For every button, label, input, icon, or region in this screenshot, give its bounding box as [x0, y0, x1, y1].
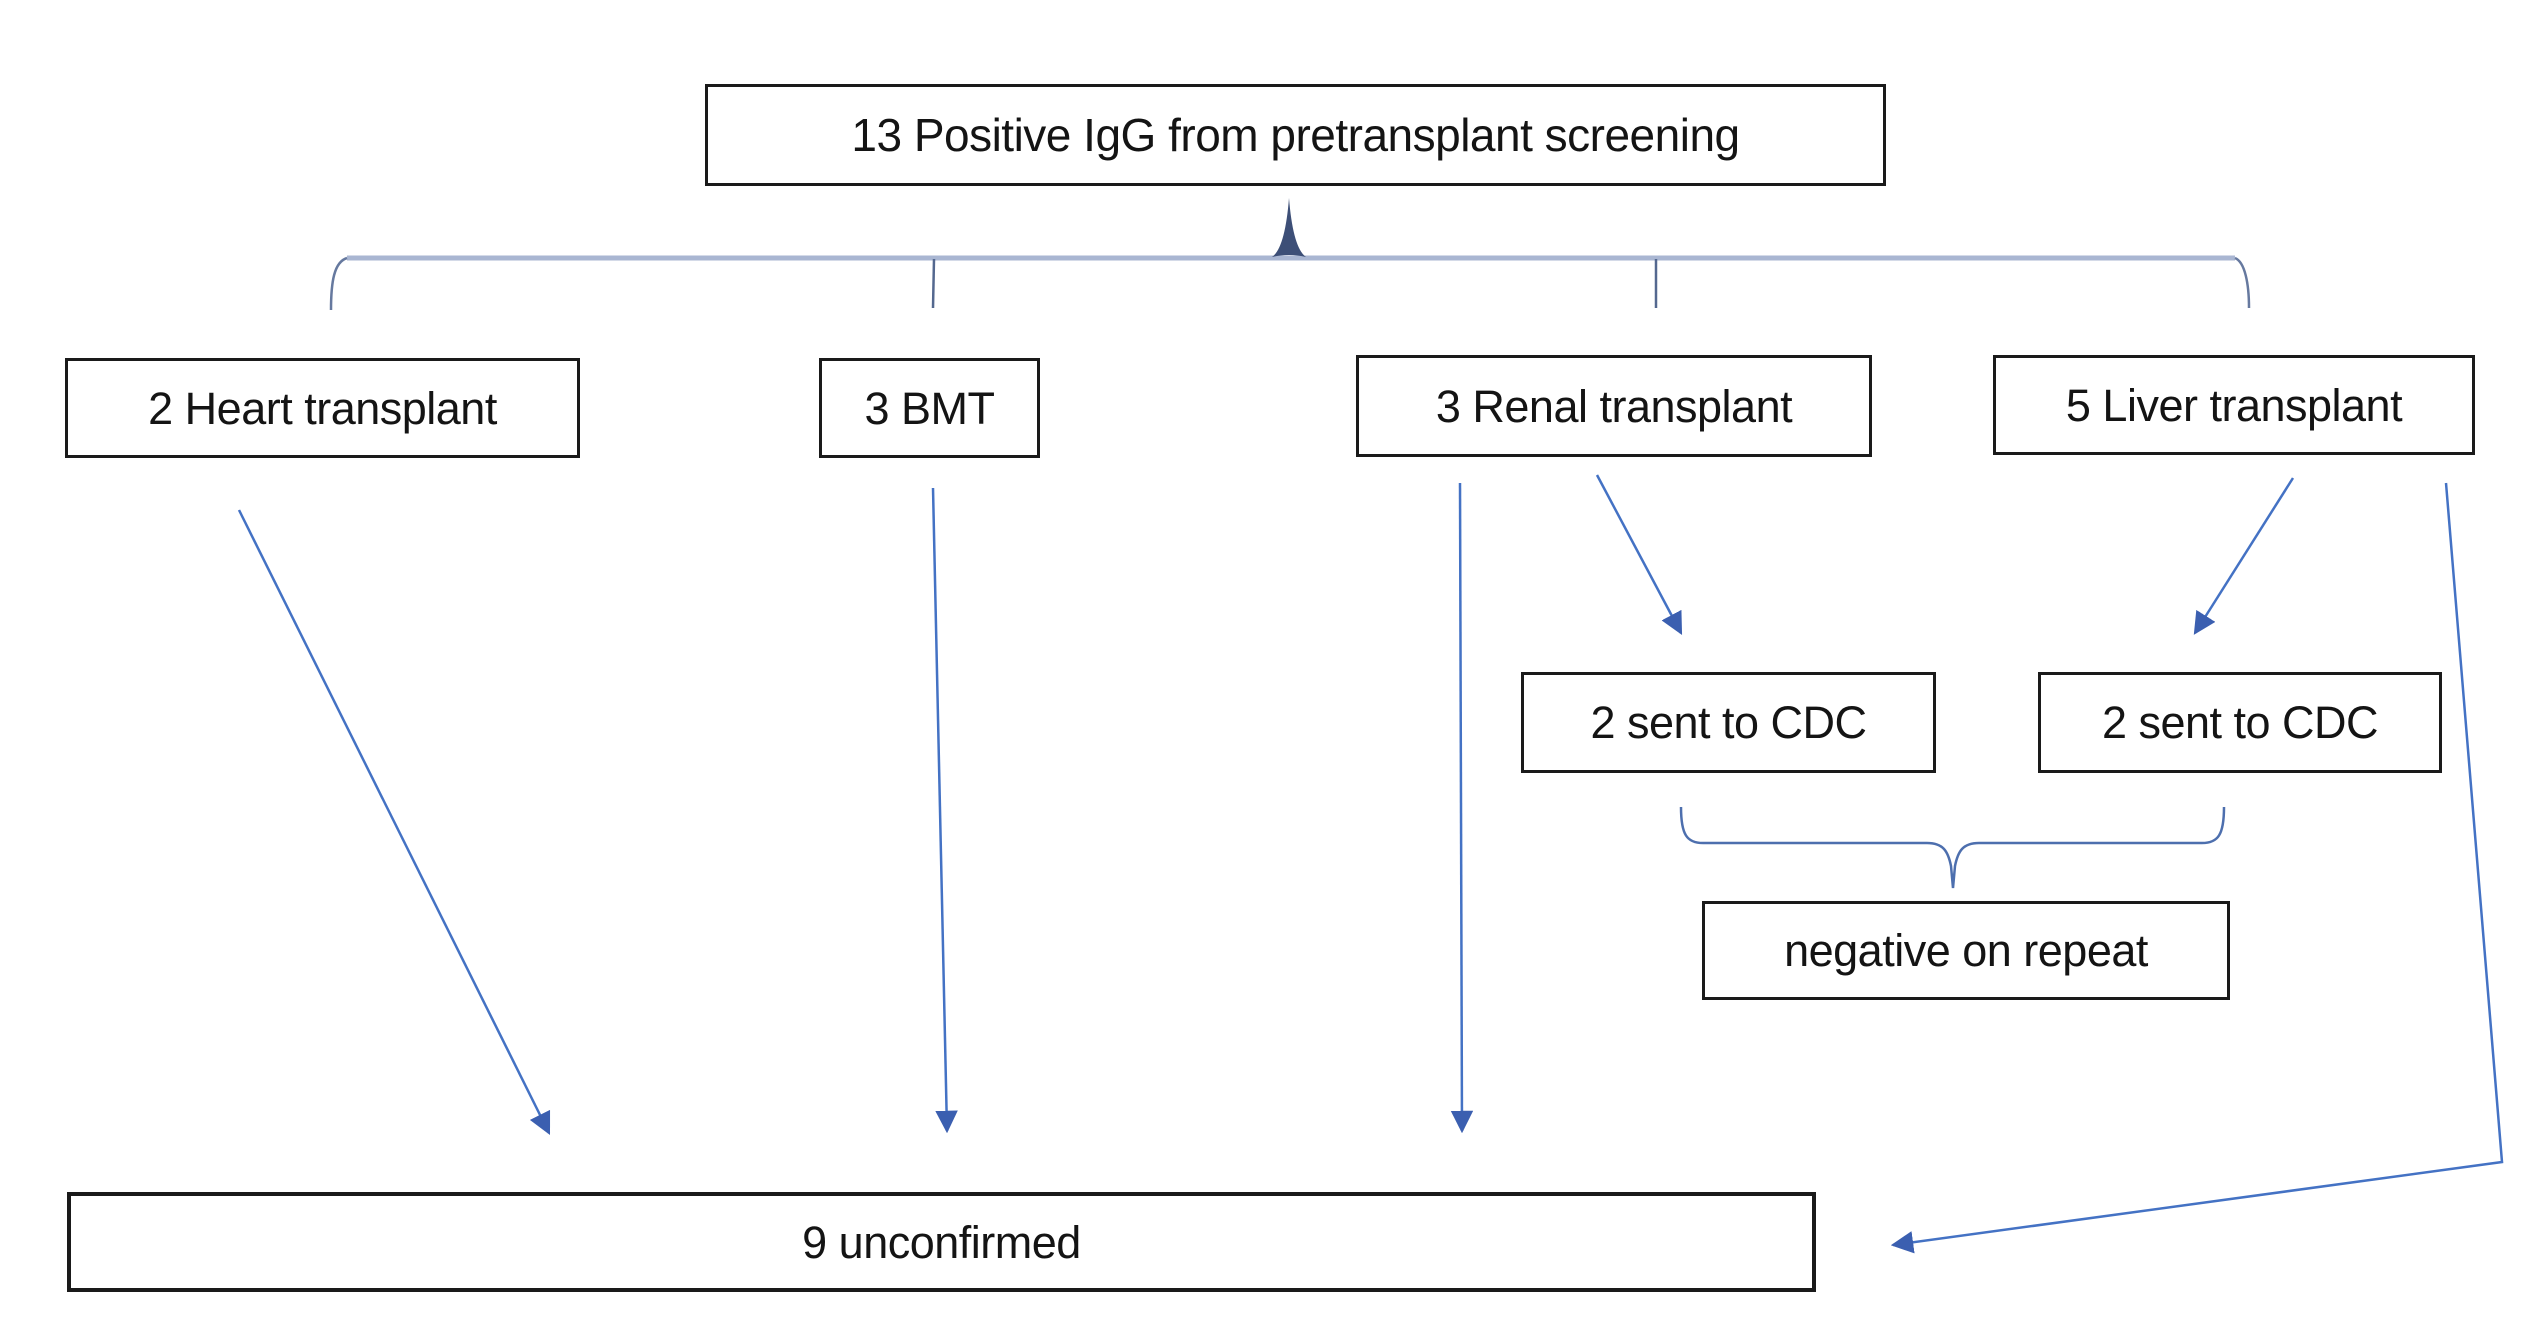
node-bmt-label: 3 BMT: [864, 382, 995, 434]
top-brace-center-peak: [1272, 198, 1306, 257]
node-cdc-from-renal-label: 2 sent to CDC: [1590, 697, 1867, 748]
node-liver-label: 5 Liver transplant: [2065, 379, 2403, 431]
arrow-liver-to-cdc: [2193, 477, 2295, 635]
top-brace-tick-bmt: [931, 258, 936, 309]
top-brace: [329, 198, 2251, 311]
node-renal-label: 3 Renal transplant: [1435, 380, 1793, 432]
node-cdc-from-renal: 2 sent to CDC: [1521, 672, 1936, 773]
arrow-liver-to-unconfirmed: [1890, 482, 2504, 1254]
top-brace-right-hook: [2234, 256, 2251, 309]
node-cdc-from-liver: 2 sent to CDC: [2038, 672, 2442, 773]
node-unconfirmed-label: 9 unconfirmed: [802, 1216, 1081, 1268]
node-negative-on-repeat: negative on repeat: [1702, 901, 2230, 1000]
arrow-heart-to-unconfirmed: [237, 509, 551, 1136]
node-renal-transplant: 3 Renal transplant: [1356, 355, 1872, 457]
arrow-renal-to-cdc: [1595, 474, 1683, 635]
node-heart-label: 2 Heart transplant: [148, 382, 497, 434]
node-root-label: 13 Positive IgG from pretransplant scree…: [851, 109, 1740, 161]
arrow-bmt-to-unconfirmed: [931, 487, 958, 1134]
node-cdc-from-liver-label: 2 sent to CDC: [2101, 697, 2379, 748]
node-bmt: 3 BMT: [819, 358, 1040, 458]
node-unconfirmed: 9 unconfirmed: [67, 1192, 1816, 1292]
top-brace-left-hook: [329, 256, 348, 311]
node-liver-transplant: 5 Liver transplant: [1993, 355, 2475, 455]
node-negative-on-repeat-label: negative on repeat: [1784, 925, 2148, 976]
node-heart-transplant: 2 Heart transplant: [65, 358, 580, 458]
node-root-positive-igg: 13 Positive IgG from pretransplant scree…: [705, 84, 1886, 186]
arrow-renal-to-unconfirmed: [1450, 482, 1474, 1134]
bottom-brace: [1679, 806, 2226, 889]
